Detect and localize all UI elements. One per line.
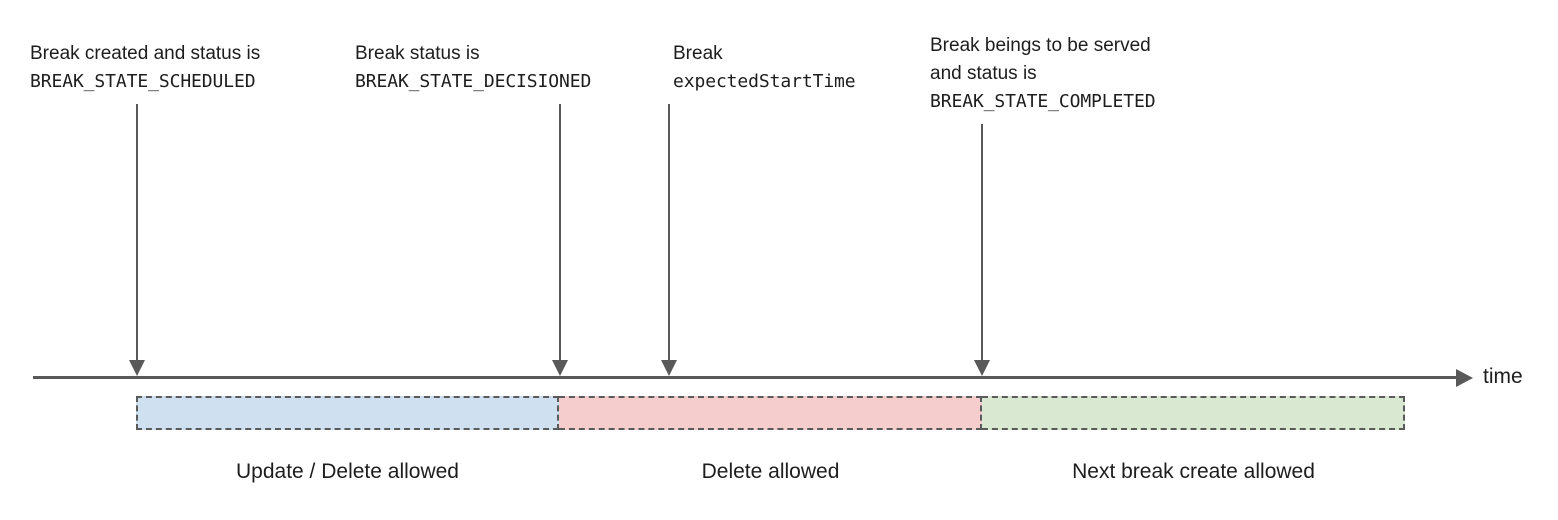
phase-bar-delete-only (559, 396, 982, 430)
event-state-code: BREAK_STATE_SCHEDULED (30, 71, 256, 92)
event-annotation-line: and status is (930, 63, 1037, 84)
event-annotation-completed: Break beings to be served and status is … (930, 32, 1156, 116)
phase-caption-delete-only: Delete allowed (701, 460, 840, 483)
event-state-code: BREAK_STATE_COMPLETED (930, 91, 1156, 112)
event-annotation-decisioned: Break status is BREAK_STATE_DECISIONED (355, 40, 591, 96)
event-field-code: expectedStartTime (673, 71, 856, 92)
event-marker-line-decisioned (559, 104, 561, 360)
time-axis-label: time (1483, 365, 1523, 388)
event-annotation-line: Break (673, 43, 723, 64)
event-annotation-line: Break status is (355, 43, 480, 64)
event-annotation-scheduled: Break created and status is BREAK_STATE_… (30, 40, 260, 96)
event-marker-arrowhead-decisioned (552, 360, 568, 376)
phase-caption-next-break-create: Next break create allowed (1072, 460, 1315, 483)
event-marker-line-completed (981, 124, 983, 360)
event-marker-line-expected-start-time (668, 104, 670, 360)
time-axis-line (33, 376, 1462, 379)
event-marker-arrowhead-expected-start-time (661, 360, 677, 376)
event-annotation-expected-start-time: Break expectedStartTime (673, 40, 856, 96)
arrow-right-icon (1456, 369, 1473, 387)
event-annotation-line: Break beings to be served (930, 35, 1151, 56)
event-annotation-line: Break created and status is (30, 43, 261, 64)
phase-caption-update-delete: Update / Delete allowed (236, 460, 459, 483)
event-state-code: BREAK_STATE_DECISIONED (355, 71, 592, 92)
phase-bar-update-delete (136, 396, 559, 430)
phase-bar-next-break-create (982, 396, 1405, 430)
event-marker-arrowhead-scheduled (129, 360, 145, 376)
event-marker-arrowhead-completed (974, 360, 990, 376)
event-marker-line-scheduled (136, 104, 138, 360)
